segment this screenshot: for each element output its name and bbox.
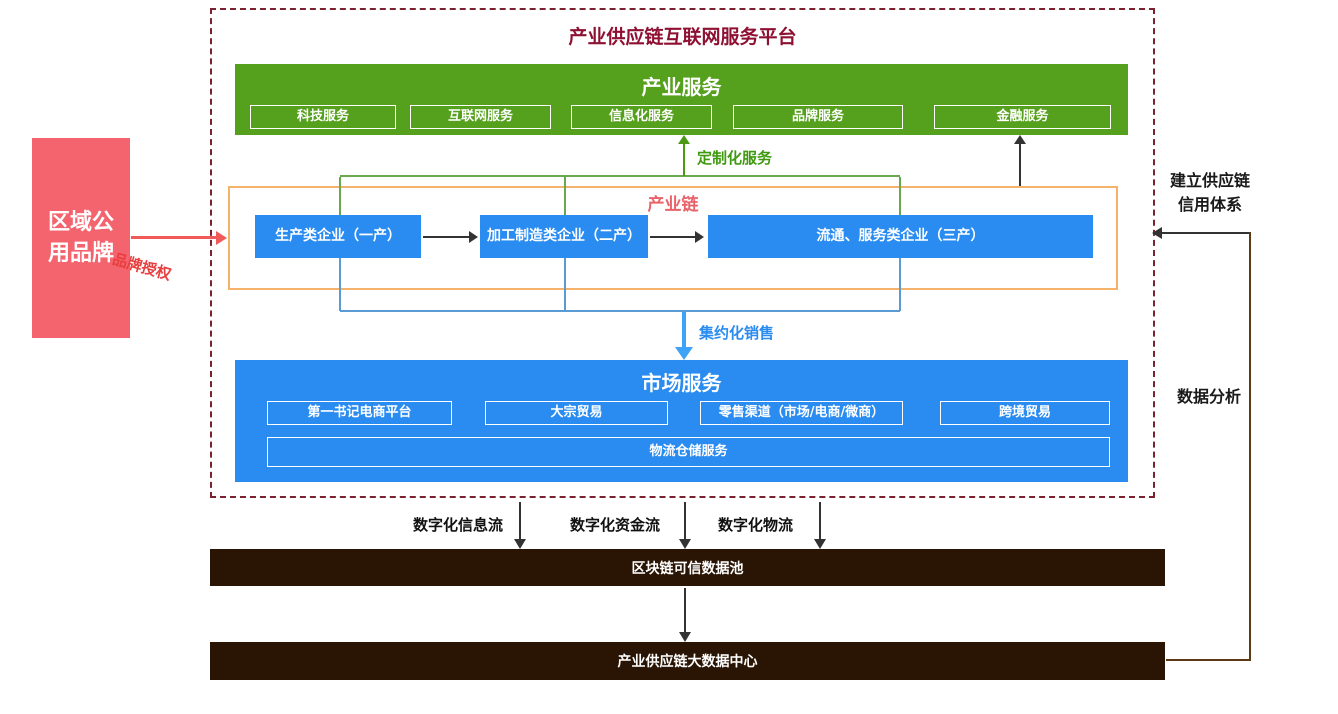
credit-feedback-arrowhead-left-icon — [1152, 227, 1162, 239]
green-bracket-stub-1 — [339, 177, 341, 215]
chain-arrow-1-line — [423, 236, 469, 238]
flow-arrow-2-line — [684, 502, 686, 539]
customized-service-arrowhead-up-icon — [678, 135, 690, 144]
company-box-primary: 生产类企业（一产） — [255, 215, 421, 258]
company-box-secondary: 加工制造类企业（二产） — [480, 215, 648, 258]
chain-arrow-2-head-right-icon — [695, 231, 704, 243]
credit-feedback-arrowhead-up-icon — [1014, 135, 1026, 144]
service-item-brand: 品牌服务 — [733, 105, 903, 129]
credit-feedback-hline — [1162, 232, 1251, 234]
service-item-internet: 互联网服务 — [410, 105, 551, 129]
pool-to-center-arrow-line — [684, 588, 686, 632]
credit-system-label: 建立供应链 信用体系 — [1169, 171, 1250, 214]
service-item-tech: 科技服务 — [250, 105, 396, 129]
data-analysis-label: 数据分析 — [1177, 387, 1242, 406]
blue-bracket-hline — [340, 310, 900, 312]
industry-services-bar: 产业服务 科技服务 互联网服务 信息化服务 品牌服务 金融服务 — [235, 64, 1128, 135]
flow-arrow-3-line — [819, 502, 821, 539]
digital-flow-label-info: 数字化信息流 — [413, 516, 504, 534]
green-bracket-hline — [340, 175, 900, 177]
customized-service-label: 定制化服务 — [697, 149, 773, 167]
intensive-sales-arrowhead-down-icon — [675, 347, 693, 360]
feedback-hline-bottom — [1166, 659, 1251, 661]
industry-services-title: 产业服务 — [641, 75, 722, 99]
customized-service-arrow-line — [683, 144, 685, 176]
intensive-sales-label: 集约化销售 — [699, 324, 775, 342]
flow-arrow-3-head-down-icon — [814, 539, 826, 549]
market-services-box: 市场服务 第一书记电商平台 大宗贸易 零售渠道（市场/电商/微商） 跨境贸易 物… — [235, 360, 1128, 482]
regional-brand-label: 区域公用品牌 — [47, 210, 114, 266]
brand-arrowhead-right-icon — [216, 231, 227, 245]
industry-chain-title: 产业链 — [647, 195, 699, 215]
digital-flow-label-logistics: 数字化物流 — [718, 516, 794, 534]
regional-brand-box: 区域公用品牌 — [32, 138, 130, 338]
blue-bracket-stub-2 — [564, 258, 566, 311]
pool-to-center-arrowhead-down-icon — [679, 632, 691, 642]
flow-arrow-1-line — [519, 502, 521, 539]
brand-arrow-line — [131, 236, 216, 239]
industry-chain-frame — [228, 186, 1118, 290]
blue-bracket-stub-1 — [339, 258, 341, 311]
big-data-center-bar: 产业供应链大数据中心 — [210, 642, 1165, 680]
market-item-crossborder: 跨境贸易 — [940, 401, 1110, 425]
platform-title: 产业供应链互联网服务平台 — [568, 26, 797, 48]
feedback-vline-right — [1249, 232, 1251, 661]
blockchain-pool-bar: 区块链可信数据池 — [210, 549, 1165, 586]
chain-arrow-2-line — [650, 236, 695, 238]
chain-arrow-1-head-right-icon — [469, 231, 478, 243]
digital-flow-label-capital: 数字化资金流 — [570, 516, 661, 534]
flow-arrow-2-head-down-icon — [679, 539, 691, 549]
service-item-infomation: 信息化服务 — [571, 105, 712, 129]
market-services-title: 市场服务 — [641, 371, 722, 395]
service-item-finance: 金融服务 — [934, 105, 1111, 129]
credit-feedback-vline-finance — [1019, 144, 1021, 186]
market-item-logistics: 物流仓储服务 — [267, 437, 1110, 467]
platform-frame — [210, 8, 1155, 498]
market-item-bulk-trade: 大宗贸易 — [485, 401, 668, 425]
green-bracket-stub-3 — [899, 177, 901, 215]
blue-bracket-stub-3 — [899, 258, 901, 311]
market-item-ecommerce: 第一书记电商平台 — [267, 401, 452, 425]
green-bracket-stub-2 — [564, 177, 566, 215]
company-box-tertiary: 流通、服务类企业（三产） — [708, 215, 1093, 258]
flow-arrow-1-head-down-icon — [514, 539, 526, 549]
market-item-retail: 零售渠道（市场/电商/微商） — [700, 401, 903, 425]
intensive-sales-arrow-line — [682, 312, 686, 347]
